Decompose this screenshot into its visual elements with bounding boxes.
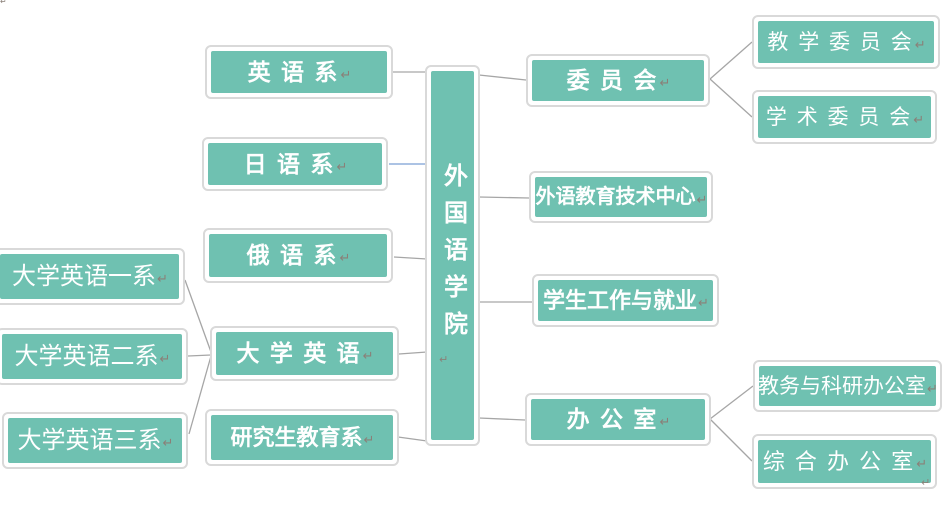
connector-ce2-college-english [187,354,212,357]
node-committee[interactable]: 委 员 会↵ [526,54,710,107]
node-root-foreign-languages-college[interactable]: 外国语学院 ↵ [425,65,480,446]
return-mark-icon: ↵ [696,192,708,208]
node-college-english-dept-3[interactable]: 大学英语三系↵ [2,412,188,469]
node-general-office[interactable]: 综 合 办 公 室↵ [752,434,937,489]
node-japanese-dept[interactable]: 日 语 系↵ [202,137,388,191]
return-mark-icon: ↵ [659,76,671,91]
return-mark-icon: ↵ [914,37,926,53]
connector-college-english-root [398,351,428,355]
return-mark-icon: ↵ [339,251,351,266]
node-label: 委 员 会 [566,67,659,93]
node-box: 办 公 室↵ [531,399,705,440]
connector-office-general-office [709,418,753,462]
node-english-dept[interactable]: 英 语 系↵ [205,45,393,99]
node-box: 日 语 系↵ [208,143,382,185]
node-foreign-language-education-tech-center[interactable]: 外语教育技术中心↵ [529,171,713,223]
node-label: 大 学 英 语 [236,340,362,366]
node-academic-committee[interactable]: 学 术 委 员 会↵ [752,90,937,144]
paragraph-mark-bottom-right: ↵ [921,476,931,489]
node-college-english-dept-2[interactable]: 大学英语二系↵ [0,328,188,385]
node-box: 教 学 委 员 会↵ [758,21,934,63]
node-label: 日 语 系 [243,150,336,177]
return-mark-icon: ↵ [362,349,374,364]
return-mark-icon: ↵ [439,353,449,366]
node-graduate-education-dept[interactable]: 研究生教育系↵ [205,409,399,466]
node-box: 学 术 委 员 会↵ [758,96,931,138]
node-box: 外国语学院 [431,71,474,440]
connector-committee-academic [709,78,753,118]
node-box: 委 员 会↵ [532,60,704,101]
node-label: 外语教育技术中心 [535,186,696,208]
node-box: 大学英语三系↵ [8,418,182,463]
connector-committee-teaching [709,41,753,80]
return-mark-icon: ↵ [363,433,375,448]
node-label: 研究生教育系 [230,424,363,450]
return-mark-icon: ↵ [157,272,168,287]
connector-russian-root [393,256,428,260]
node-label: 俄 语 系 [246,242,339,268]
return-mark-icon: ↵ [927,381,938,397]
return-mark-icon: ↵ [698,296,709,311]
node-box: 学生工作与就业↵ [538,280,713,321]
node-office[interactable]: 办 公 室↵ [525,393,711,446]
node-label: 办 公 室 [566,406,659,432]
node-teaching-committee[interactable]: 教 学 委 员 会↵ [752,15,940,69]
connector-root-committee [478,74,527,81]
node-college-english[interactable]: 大 学 英 语↵ [210,326,399,381]
node-academic-research-office[interactable]: 教务与科研办公室↵ [753,360,942,412]
node-box: 研究生教育系↵ [211,415,393,460]
node-label: 学 术 委 员 会 [765,105,913,129]
node-label: 大学英语二系 [14,342,159,370]
node-box: 外语教育技术中心↵ [535,177,707,217]
node-box: 大 学 英 语↵ [216,332,393,375]
connector-ce3-college-english [188,355,212,435]
node-label: 外国语学院 [439,163,467,348]
return-mark-icon: ↵ [162,436,174,451]
return-mark-icon: ↵ [340,67,352,83]
node-student-work-and-employment[interactable]: 学生工作与就业↵ [532,274,719,327]
node-box: 英 语 系↵ [211,51,387,93]
return-mark-icon: ↵ [913,112,925,128]
node-label: 大学英语三系 [17,426,162,454]
return-mark-icon: ↵ [336,159,348,175]
node-label: 大学英语一系 [12,262,157,290]
node-russian-dept[interactable]: 俄 语 系↵ [203,228,393,283]
node-college-english-dept-1[interactable]: 大学英语一系↵ [0,248,185,305]
node-label: 学生工作与就业 [543,287,698,313]
node-box: 大学英语一系↵ [0,254,179,299]
node-box: 大学英语二系↵ [2,334,182,379]
return-mark-icon: ↵ [659,415,671,430]
connector-root-office [478,417,526,421]
paragraph-mark-top-left: ↵ [0,0,7,6]
connector-root-tech-center [478,196,530,199]
connector-ce1-college-english [184,279,212,353]
connector-office-academic-office [709,385,754,420]
return-mark-icon: ↵ [159,352,171,367]
node-label: 综 合 办 公 室 [762,448,916,474]
node-box: 教务与科研办公室↵ [758,366,938,406]
node-box: 综 合 办 公 室↵ [758,440,931,483]
node-box: 俄 语 系↵ [209,234,387,277]
node-label: 教 学 委 员 会 [767,30,914,54]
node-label: 英 语 系 [247,58,340,85]
connector-graduate-root [397,436,428,442]
return-mark-icon: ↵ [916,457,928,472]
node-label: 教务与科研办公室 [758,374,927,398]
